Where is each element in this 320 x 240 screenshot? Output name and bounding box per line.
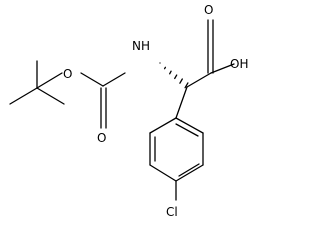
- atom-labels: O OH NH O O Cl: [63, 3, 248, 219]
- atom-label-chlorine: Cl: [166, 205, 178, 219]
- bond-nitrogen-alpha-hashed: [159, 62, 189, 89]
- ring-bond-3: [149, 164, 177, 182]
- bond-tbu-methyl-left: [9, 87, 38, 105]
- ring-bond-6: [175, 117, 204, 134]
- ring-inner-bond-3: [175, 123, 199, 137]
- ring-bond-1: [149, 117, 177, 134]
- ring-inner-bond-2: [178, 163, 200, 177]
- molecule-diagram: O OH NH O O Cl: [9, 3, 248, 219]
- bond-acid-hydroxyl: [210, 63, 235, 74]
- bond-alpha-acid-carbon: [186, 72, 212, 88]
- bond-carbamate-nitrogen: [102, 72, 126, 87]
- bonds: [9, 19, 235, 201]
- atom-label-oxygen-ester: O: [63, 67, 72, 81]
- atom-label-hydroxyl: OH: [230, 57, 248, 71]
- ring-bond-4: [175, 164, 204, 182]
- bond-alpha-ring: [175, 86, 188, 119]
- atom-label-oxygen-carbonyl-acid: O: [204, 3, 213, 17]
- atom-label-oxygen-carbonyl-carbamate: O: [97, 131, 106, 145]
- atom-label-nitrogen: NH: [132, 39, 150, 53]
- bond-tbu-methyl-right: [36, 87, 65, 105]
- bond-ester-oxygen-carbonyl: [80, 72, 104, 87]
- bond-tbu-ester-oxygen: [36, 72, 63, 89]
